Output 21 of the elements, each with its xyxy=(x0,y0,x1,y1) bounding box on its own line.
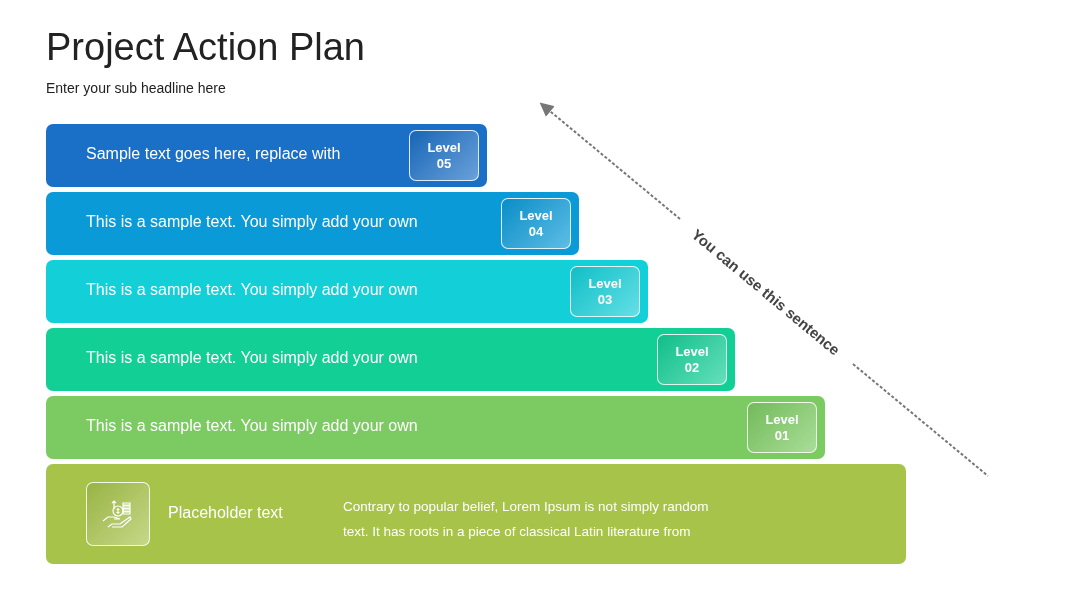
step-text: This is a sample text. You simply add your own xyxy=(86,281,418,299)
step-bar xyxy=(46,464,906,564)
level-badge: Level 01 xyxy=(747,402,817,453)
level-badge: Level 02 xyxy=(657,334,727,385)
step-bar xyxy=(46,124,487,187)
level-badge: Level 04 xyxy=(501,198,571,249)
step-bar xyxy=(46,328,735,391)
step-text: Placeholder text xyxy=(168,504,283,522)
step-text: This is a sample text. You simply add your own xyxy=(86,213,418,231)
step-bar xyxy=(46,396,825,459)
icon-box xyxy=(86,482,150,546)
step-bar xyxy=(46,260,648,323)
level-badge: Level 03 xyxy=(570,266,640,317)
step-text: Sample text goes here, replace with xyxy=(86,145,341,163)
level-badge: Level 05 xyxy=(409,130,479,181)
step-text: This is a sample text. You simply add your own xyxy=(86,349,418,367)
title: Project Action Plan xyxy=(46,26,365,69)
description-text: Contrary to popular belief, Lorem Ipsum is not simply random text. It has roots in a piece of classical Latin literature from xyxy=(343,498,710,541)
step-text: This is a sample text. You simply add your own xyxy=(86,417,418,435)
step-bar xyxy=(46,192,579,255)
subtitle: Enter your sub headline here xyxy=(46,80,226,96)
